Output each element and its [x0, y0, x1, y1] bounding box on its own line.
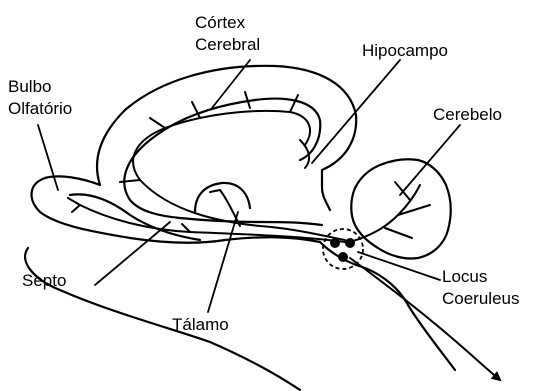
talamo-label: Tálamo: [172, 314, 229, 336]
fiber-olfactory-tip-1: [68, 198, 80, 205]
cortex-label: Córtex Cerebral: [195, 12, 260, 56]
fiber-cortex-branch-1: [290, 95, 298, 112]
fiber-cortex-branch-4: [150, 118, 165, 128]
locus-coeruleus-dot-3: [338, 252, 348, 262]
locus-label: Locus Coeruleus: [442, 266, 520, 310]
fiber-cerebellum-branch-3: [385, 228, 412, 238]
locus-coeruleus-dot-2: [345, 238, 355, 248]
fiber-thalamus-tip: [210, 190, 220, 192]
cerebelo-label: Cerebelo: [433, 104, 502, 126]
septo-leader: [95, 222, 170, 285]
bulbo-label: Bulbo Olfatório: [8, 76, 72, 120]
locus-coeruleus-dot-1: [330, 238, 340, 248]
septo-label: Septo: [22, 270, 66, 292]
hipocampo-label: Hipocampo: [362, 40, 448, 62]
thalamus-outline: [195, 183, 250, 212]
cerebellum-outline: [351, 159, 451, 258]
fiber-cortex-branch-5: [120, 180, 140, 182]
talamo-leader: [208, 212, 238, 312]
brain-outline: [25, 66, 455, 390]
hipocampo-leader: [312, 60, 400, 163]
cortex-inner-outline: [124, 99, 322, 225]
fiber-olfactory-tip-2: [72, 205, 80, 212]
